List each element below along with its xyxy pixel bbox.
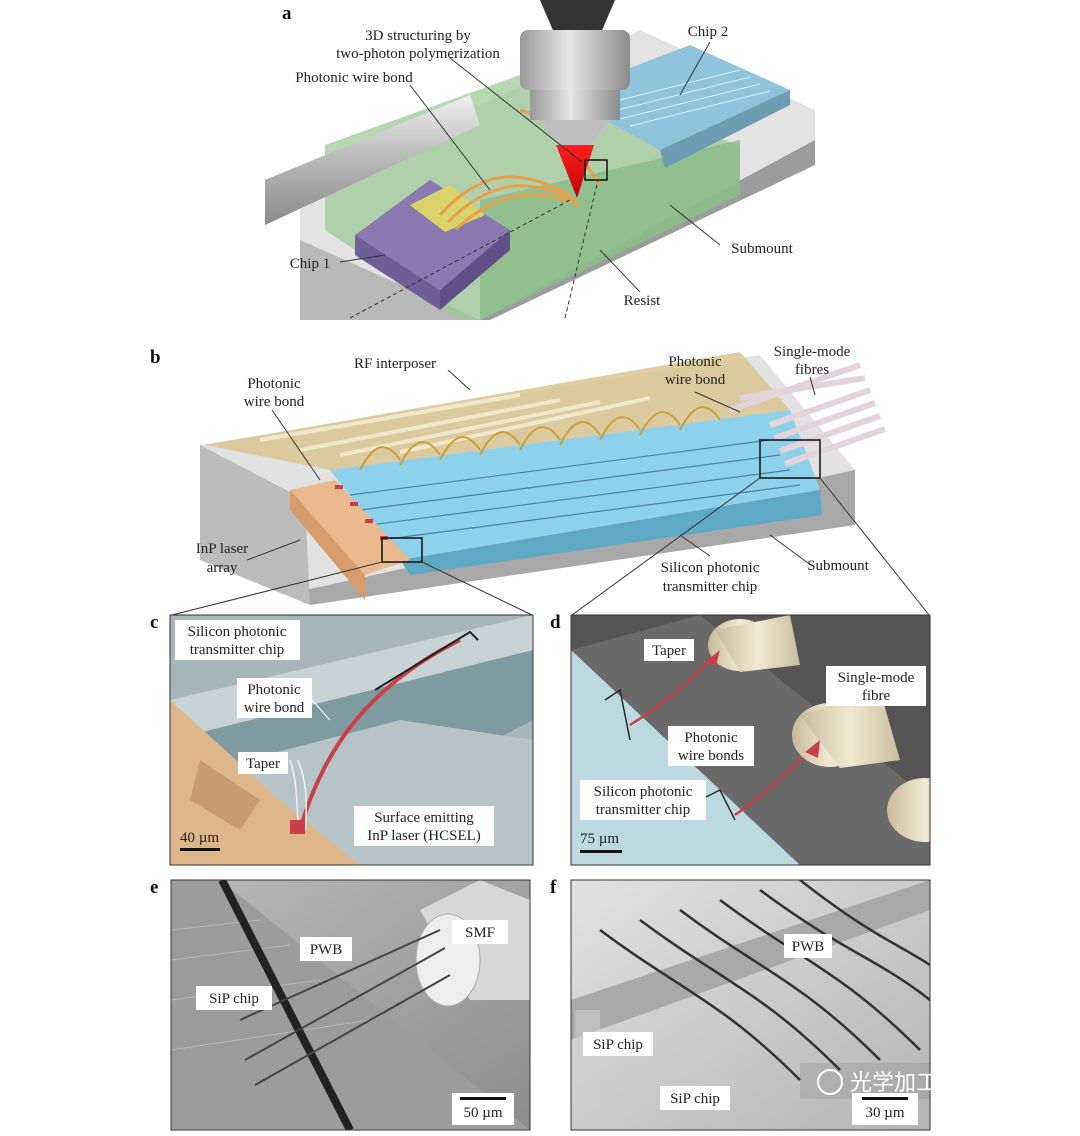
label-pwb-right-2: wire bond: [665, 372, 726, 388]
label-pwb-c-1: Photonic: [247, 682, 301, 698]
label-sip-chip-f-1: SiP chip: [593, 1037, 643, 1053]
silicon-chip-b: [330, 410, 820, 560]
label-sip-chip-e: SiP chip: [209, 991, 259, 1007]
label-sipho-c-2: transmitter chip: [190, 642, 285, 658]
label-sipho-c-1: Silicon photonic: [188, 624, 287, 640]
label-laser-array-2: array: [207, 560, 238, 576]
fibre-left: [265, 95, 480, 225]
label-sipho-d-1: Silicon photonic: [594, 784, 693, 800]
label-sipho-b-2: transmitter chip: [663, 579, 758, 595]
panel-f-labels: PWB SiP chip SiP chip 30 µm: [583, 934, 918, 1125]
label-hcsel-1: Surface emitting: [374, 810, 474, 826]
scalebar-e-label: 50 µm: [463, 1105, 502, 1121]
label-chip2: Chip 2: [688, 24, 728, 40]
label-pwb-e: PWB: [310, 942, 343, 958]
inp-laser-c: [170, 700, 360, 865]
label-pwb-left-2: wire bond: [244, 394, 305, 410]
scalebar-c: [180, 848, 220, 851]
panel-b-letter: b: [150, 347, 161, 368]
label-laser-array-1: InP laser: [196, 541, 248, 557]
label-pwb-left-1: Photonic: [247, 376, 301, 392]
fibre-ferrules: [708, 615, 930, 842]
label-structuring-1: 3D structuring by: [365, 28, 471, 44]
label-resist: Resist: [624, 293, 662, 309]
label-photonic-wire-bond-a: Photonic wire bond: [295, 70, 413, 86]
label-fibre-d-2: fibre: [862, 688, 891, 704]
panel-f-letter: f: [550, 877, 557, 898]
pwb-wires-f: [599, 880, 930, 1081]
panel-e-letter: e: [150, 877, 158, 898]
pwb-wires-e: [239, 929, 451, 1086]
single-mode-fibres: [729, 362, 886, 467]
label-pwb-d-2: wire bonds: [678, 748, 744, 764]
label-fibre-d-1: Single-mode: [838, 670, 915, 686]
panel-d-labels: Taper Single-mode fibre Photonic wire bo…: [580, 639, 926, 853]
panel-d-letter: d: [550, 612, 561, 633]
panel-e-labels: SMF PWB SiP chip 50 µm: [196, 920, 514, 1125]
panel-a-letter: a: [282, 3, 292, 24]
label-sipho-b-1: Silicon photonic: [661, 560, 760, 576]
label-pwb-c-2: wire bond: [244, 700, 305, 716]
label-rf-interposer: RF interposer: [354, 356, 436, 372]
scalebar-f-label: 30 µm: [865, 1105, 904, 1121]
chip2: [560, 45, 790, 150]
label-pwb-right-1: Photonic: [668, 354, 722, 370]
wire-bonds-gold: [359, 406, 721, 471]
label-pwb-f: PWB: [792, 939, 825, 955]
panel-a-labels: 3D structuring by two-photon polymerizat…: [290, 24, 794, 309]
laser-beam: [556, 145, 594, 198]
objective-lens: [520, 0, 630, 145]
panel-f: [571, 880, 930, 1130]
watermark-text: 光学加工小助手: [850, 1071, 1004, 1096]
label-sipho-d-2: transmitter chip: [596, 802, 691, 818]
label-pwb-d-1: Photonic: [684, 730, 738, 746]
label-sip-chip-f-2: SiP chip: [670, 1091, 720, 1107]
photonic-wire-bonds-d: [629, 659, 711, 727]
scalebar-c-label: 40 µm: [180, 830, 219, 846]
scalebar-e: [460, 1097, 506, 1100]
scalebar-d: [580, 850, 622, 853]
panel-c-labels: Silicon photonic transmitter chip Photon…: [175, 620, 494, 851]
label-structuring-2: two-photon polymerization: [336, 46, 500, 62]
panel-c-letter: c: [150, 612, 158, 633]
trench-e: [218, 880, 354, 1130]
panel-b-labels: RF interposer Photonic wire bond Photoni…: [196, 344, 870, 595]
label-taper-d: Taper: [652, 643, 686, 659]
watermark: 光学加工小助手: [817, 1069, 1004, 1096]
panel-b: [171, 352, 930, 616]
label-hcsel-2: InP laser (HCSEL): [367, 828, 481, 844]
label-submount-a: Submount: [731, 241, 794, 257]
label-chip1: Chip 1: [290, 256, 330, 272]
label-smf: SMF: [465, 925, 495, 941]
label-taper-c: Taper: [246, 756, 280, 772]
label-fibres-1: Single-mode: [774, 344, 851, 360]
label-submount-b: Submount: [807, 558, 870, 574]
wechat-icon: [817, 1069, 843, 1095]
label-fibres-2: fibres: [795, 362, 829, 378]
panel-a: [265, 0, 820, 320]
panel-d: [571, 615, 930, 865]
inp-laser-array: [290, 480, 410, 575]
scalebar-d-label: 75 µm: [580, 831, 619, 847]
scalebar-f: [862, 1097, 908, 1100]
